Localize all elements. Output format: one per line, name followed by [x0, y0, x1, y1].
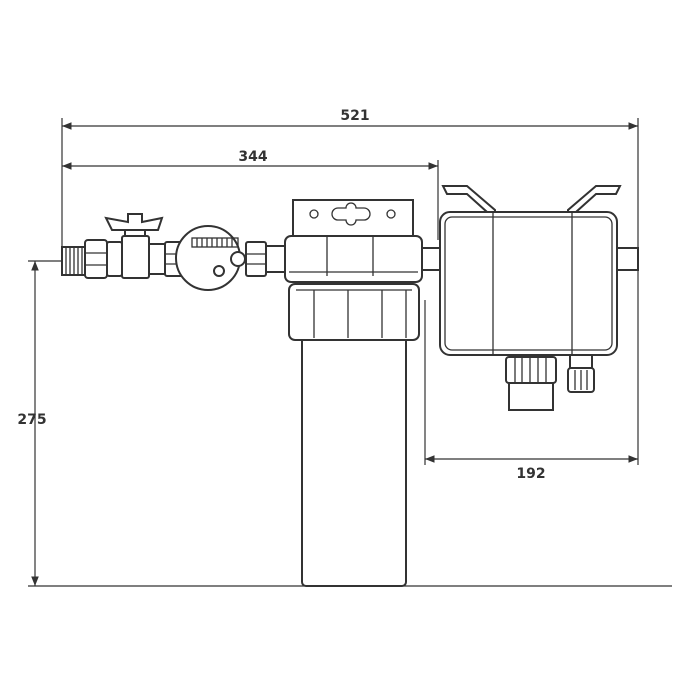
dial-icon	[230, 251, 246, 267]
dimension-label-total-width: 521	[340, 108, 370, 124]
dimension-label-unit-width: 192	[516, 466, 546, 482]
filter-housing	[284, 199, 441, 587]
dosing-unit	[439, 185, 639, 411]
dimension-label-height: 275	[17, 412, 47, 428]
ball-valve	[104, 213, 164, 279]
inlet-fitting	[61, 239, 123, 279]
gear-icon	[213, 265, 225, 277]
dimension-label-filter-offset: 344	[238, 149, 268, 165]
water-meter	[175, 225, 246, 291]
outlet-connector	[245, 241, 287, 277]
